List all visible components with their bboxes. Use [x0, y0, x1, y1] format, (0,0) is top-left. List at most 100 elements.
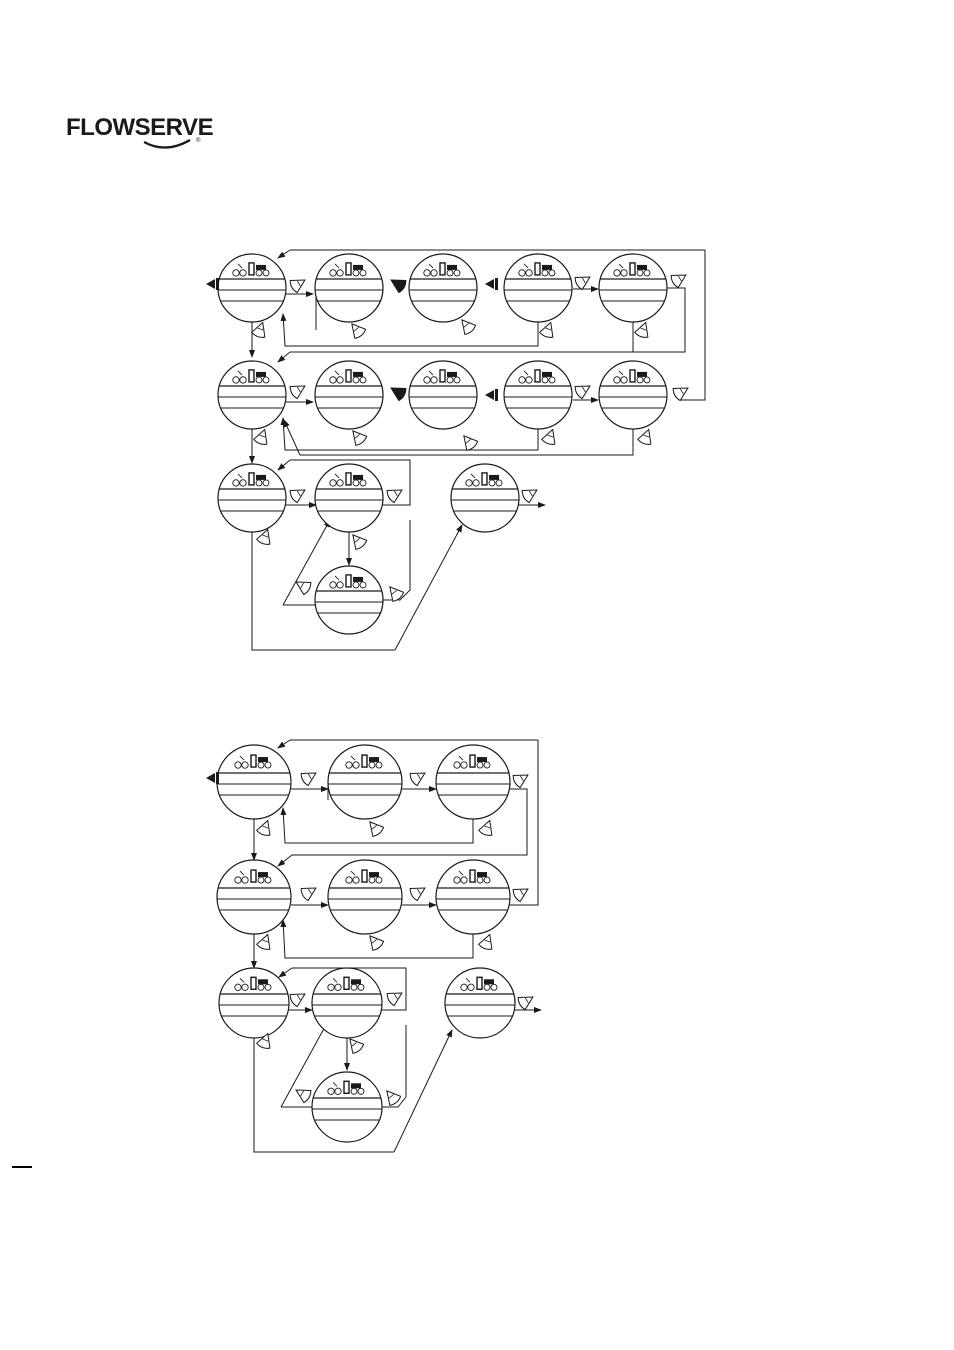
display-indicator-icons: [232, 262, 270, 277]
control-knob-outline-icon: [386, 992, 403, 1007]
control-knob-outline-icon: [670, 274, 687, 289]
flow-arrow: [280, 313, 349, 347]
flow-line: [510, 740, 539, 906]
display-node-a2-5: [598, 360, 668, 430]
display-indicator-icons: [234, 976, 272, 991]
display-node-b1-3: [435, 744, 511, 820]
display-node-b1-1: [216, 744, 292, 820]
display-node-b2-3: [435, 859, 511, 935]
flow-arrow: [277, 351, 291, 363]
display-indicator-icons: [518, 369, 556, 384]
control-knob-outline-icon: [541, 428, 556, 445]
flow-arrow: [280, 807, 365, 844]
flow-line: [681, 250, 706, 401]
display-indicator-icons: [232, 369, 270, 384]
display-node-b1-2: [327, 744, 403, 820]
display-indicator-icons: [423, 369, 461, 384]
flow-line: [290, 287, 686, 353]
control-knob-outline-icon: [461, 319, 477, 335]
flow-arrow: [277, 459, 291, 471]
display-indicator-icons: [345, 869, 383, 884]
flow-arrow: [393, 1029, 453, 1153]
display-indicator-icons: [327, 976, 365, 991]
control-knob-outline-icon: [521, 489, 538, 504]
flow-arrow: [280, 1022, 328, 1108]
control-knob-outline-icon: [386, 489, 403, 504]
display-node-a2-1: [217, 360, 287, 430]
display-node-b2-2: [327, 859, 403, 935]
control-knob-outline-icon: [517, 996, 534, 1011]
flow-line: [253, 1038, 394, 1153]
control-knob-outline-icon: [512, 774, 529, 789]
control-knob-outline-icon: [574, 385, 591, 400]
control-knob-outline-icon: [295, 1089, 312, 1104]
display-node-a3-2: [314, 463, 384, 533]
display-node-a2-2: [314, 360, 384, 430]
control-knob-outline-icon: [256, 819, 271, 836]
flow-arrow: [277, 854, 293, 867]
push-button-icon: [485, 389, 498, 401]
display-indicator-icons: [234, 869, 272, 884]
control-knob-outline-icon: [289, 489, 306, 504]
flow-line: [365, 934, 474, 959]
flow-arrow: [280, 417, 349, 451]
control-knob-outline-icon: [478, 819, 493, 836]
control-knob-outline-icon: [256, 1032, 271, 1049]
display-indicator-icons: [345, 754, 383, 769]
control-knob-outline-icon: [386, 1090, 402, 1106]
logo-registered-mark: ®: [196, 138, 201, 144]
control-knob-outline-icon: [352, 430, 368, 446]
display-node-b3-1: [218, 967, 290, 1039]
control-knob-outline-icon: [672, 387, 689, 402]
flow-line: [349, 429, 539, 451]
control-knob-outline-icon: [352, 534, 368, 550]
control-knob-outline-icon: [295, 581, 312, 596]
push-button-icon: [206, 772, 219, 784]
display-node-b3-2: [311, 967, 383, 1039]
control-knob-filled-icon: [390, 279, 407, 294]
push-button-icon: [485, 278, 498, 290]
flow-line: [383, 520, 411, 601]
display-node-a1-3: [408, 253, 478, 323]
control-knob-outline-icon: [409, 887, 426, 902]
display-indicator-icons: [613, 369, 651, 384]
control-knob-outline-icon: [351, 323, 367, 339]
display-node-a2-4: [503, 360, 573, 430]
control-knob-outline-icon: [389, 586, 405, 602]
display-indicator-icons: [465, 472, 503, 487]
display-indicator-icons: [329, 472, 367, 487]
control-knob-outline-icon: [634, 321, 649, 338]
display-indicator-icons: [329, 262, 367, 277]
control-knob-outline-icon: [349, 1038, 365, 1054]
control-knob-filled-icon: [390, 387, 407, 402]
display-indicator-icons: [327, 1080, 365, 1095]
flow-arrow: [277, 249, 291, 259]
display-node-b3-3: [311, 1071, 383, 1143]
display-indicator-icons: [453, 754, 491, 769]
display-indicator-icons: [453, 869, 491, 884]
flow-line: [290, 459, 411, 506]
control-knob-outline-icon: [574, 276, 591, 291]
display-indicator-icons: [329, 369, 367, 384]
display-indicator-icons: [460, 976, 498, 991]
flow-line: [382, 1025, 407, 1108]
logo-wordmark: FLOWSERVE: [66, 114, 214, 141]
control-knob-outline-icon: [539, 321, 554, 338]
control-knob-outline-icon: [251, 321, 266, 338]
control-knob-outline-icon: [253, 428, 268, 445]
control-knob-outline-icon: [409, 772, 426, 787]
display-indicator-icons: [423, 262, 461, 277]
display-node-a3-1: [217, 463, 287, 533]
display-node-a2-3: [408, 360, 478, 430]
display-indicator-icons: [613, 262, 651, 277]
control-knob-outline-icon: [512, 888, 529, 903]
display-indicator-icons: [234, 754, 272, 769]
flow-arrow: [282, 519, 331, 606]
control-knob-outline-icon: [369, 935, 385, 951]
control-knob-outline-icon: [369, 821, 385, 837]
control-knob-outline-icon: [300, 887, 317, 902]
display-node-b2-1: [216, 859, 292, 935]
display-indicator-icons: [232, 472, 270, 487]
flow-line: [251, 532, 395, 651]
